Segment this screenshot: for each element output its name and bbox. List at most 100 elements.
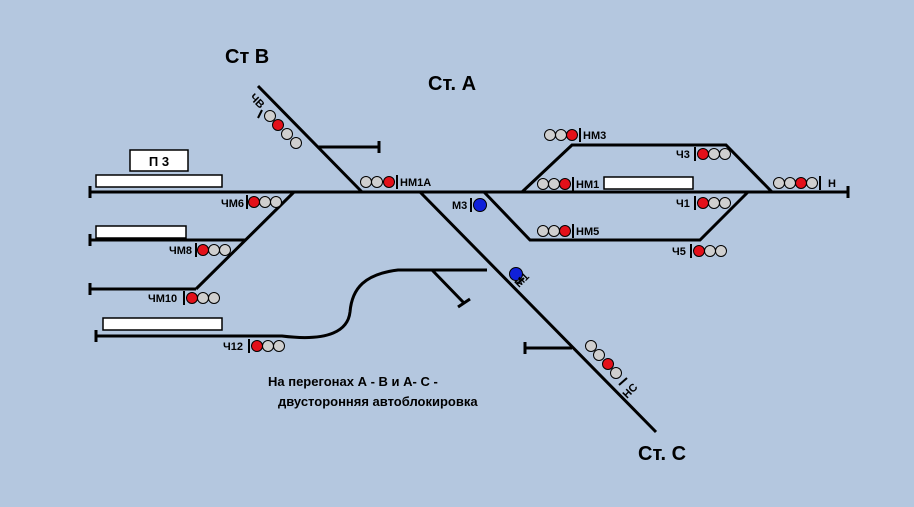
red-lamp [197,244,209,256]
grey-lamp [270,196,282,208]
red-lamp [248,196,260,208]
signal-nm1: НМ1 [537,177,599,191]
red-lamp [272,119,284,131]
red-lamp [251,340,263,352]
grey-lamp [273,340,285,352]
signal-label: НМ3 [583,130,606,142]
line-to-station-b [256,84,364,194]
platform [603,176,694,190]
red-lamp [602,358,614,370]
signal-label: Ч1 [676,198,690,210]
grey-lamp [708,197,720,209]
signal-label: ЧМ10 [148,293,177,305]
track-5 [482,190,750,242]
signal-label: ЧМ6 [221,198,244,210]
station-a-label: Ст. А [428,73,476,95]
grey-lamp [219,244,231,256]
platform [95,225,187,239]
diagonal-spur [430,268,466,305]
signal-label: Ч12 [223,341,243,353]
grey-lamp [585,340,597,352]
grey-lamp [548,225,560,237]
signal-label: НМ1 [576,179,599,191]
signal-label: Ч5 [672,246,686,258]
red-lamp [559,225,571,237]
tracks [88,84,850,434]
grey-lamp [262,340,274,352]
signal-nm5: НМ5 [537,224,599,238]
grey-lamp [593,349,605,361]
signal-chm8: ЧМ8 [169,243,231,257]
platform-label-box [129,149,189,172]
grey-lamp [719,197,731,209]
grey-lamp [537,225,549,237]
track-12 [96,268,487,340]
note-line-1: На перегонах А - В и А- С - [268,374,438,389]
grey-lamp [806,177,818,189]
grey-lamp [708,148,720,160]
line-to-station-c [418,190,658,434]
grey-lamp [715,245,727,257]
grey-lamp [281,128,293,140]
red-lamp [186,292,198,304]
red-lamp [693,245,705,257]
signal-n: Н [773,176,836,190]
grey-lamp [197,292,209,304]
ladder-diagonal [194,190,296,291]
signal-label: ЧВ [247,92,267,112]
grey-lamp [548,178,560,190]
signal-nm1a: НМ1А [360,175,431,189]
grey-lamp [208,244,220,256]
platform [95,174,223,188]
grey-lamp [610,367,622,379]
signal-mast [257,109,263,119]
note-line-2: двусторонняя автоблокировка [278,394,478,409]
signal-chm10: ЧМ10 [148,291,220,305]
signal-label: ЧМ8 [169,245,192,257]
grey-lamp [360,176,372,188]
signal-m3: М3 [452,198,487,212]
track-3 [520,143,774,194]
signal-nm3: НМ3 [544,128,606,142]
grey-lamp [555,129,567,141]
blue-lamp [509,267,523,281]
grey-lamp [719,148,731,160]
signal-ch5: Ч5 [672,244,727,258]
platform-label: П 3 [149,154,169,169]
buffer-stop [457,297,471,309]
signal-label: М3 [452,200,467,212]
grey-lamp [371,176,383,188]
platform [102,317,223,331]
signal-mast [516,277,525,285]
grey-lamp [704,245,716,257]
grey-lamp [537,178,549,190]
signal-ch12: Ч12 [223,339,285,353]
station-b-label: Ст В [225,46,269,68]
signal-label: НМ5 [576,226,599,238]
platforms: П 3 [95,149,694,331]
grey-lamp [264,110,276,122]
signal-ch3: Ч3 [676,147,731,161]
signal-label: Ч3 [676,149,690,161]
red-lamp [795,177,807,189]
grey-lamp [208,292,220,304]
grey-lamp [544,129,556,141]
grey-lamp [259,196,271,208]
signal-label: Н [828,178,836,190]
red-lamp [697,197,709,209]
signal-label: НМ1А [400,177,431,189]
signal-mast [618,377,628,386]
station-c-label: Ст. С [638,443,686,465]
signal-ch1: Ч1 [676,196,731,210]
grey-lamp [290,137,302,149]
blue-lamp [473,198,487,212]
red-lamp [559,178,571,190]
grey-lamp [784,177,796,189]
red-lamp [383,176,395,188]
red-lamp [697,148,709,160]
signal-chm6: ЧМ6 [221,195,282,210]
grey-lamp [773,177,785,189]
red-lamp [566,129,578,141]
